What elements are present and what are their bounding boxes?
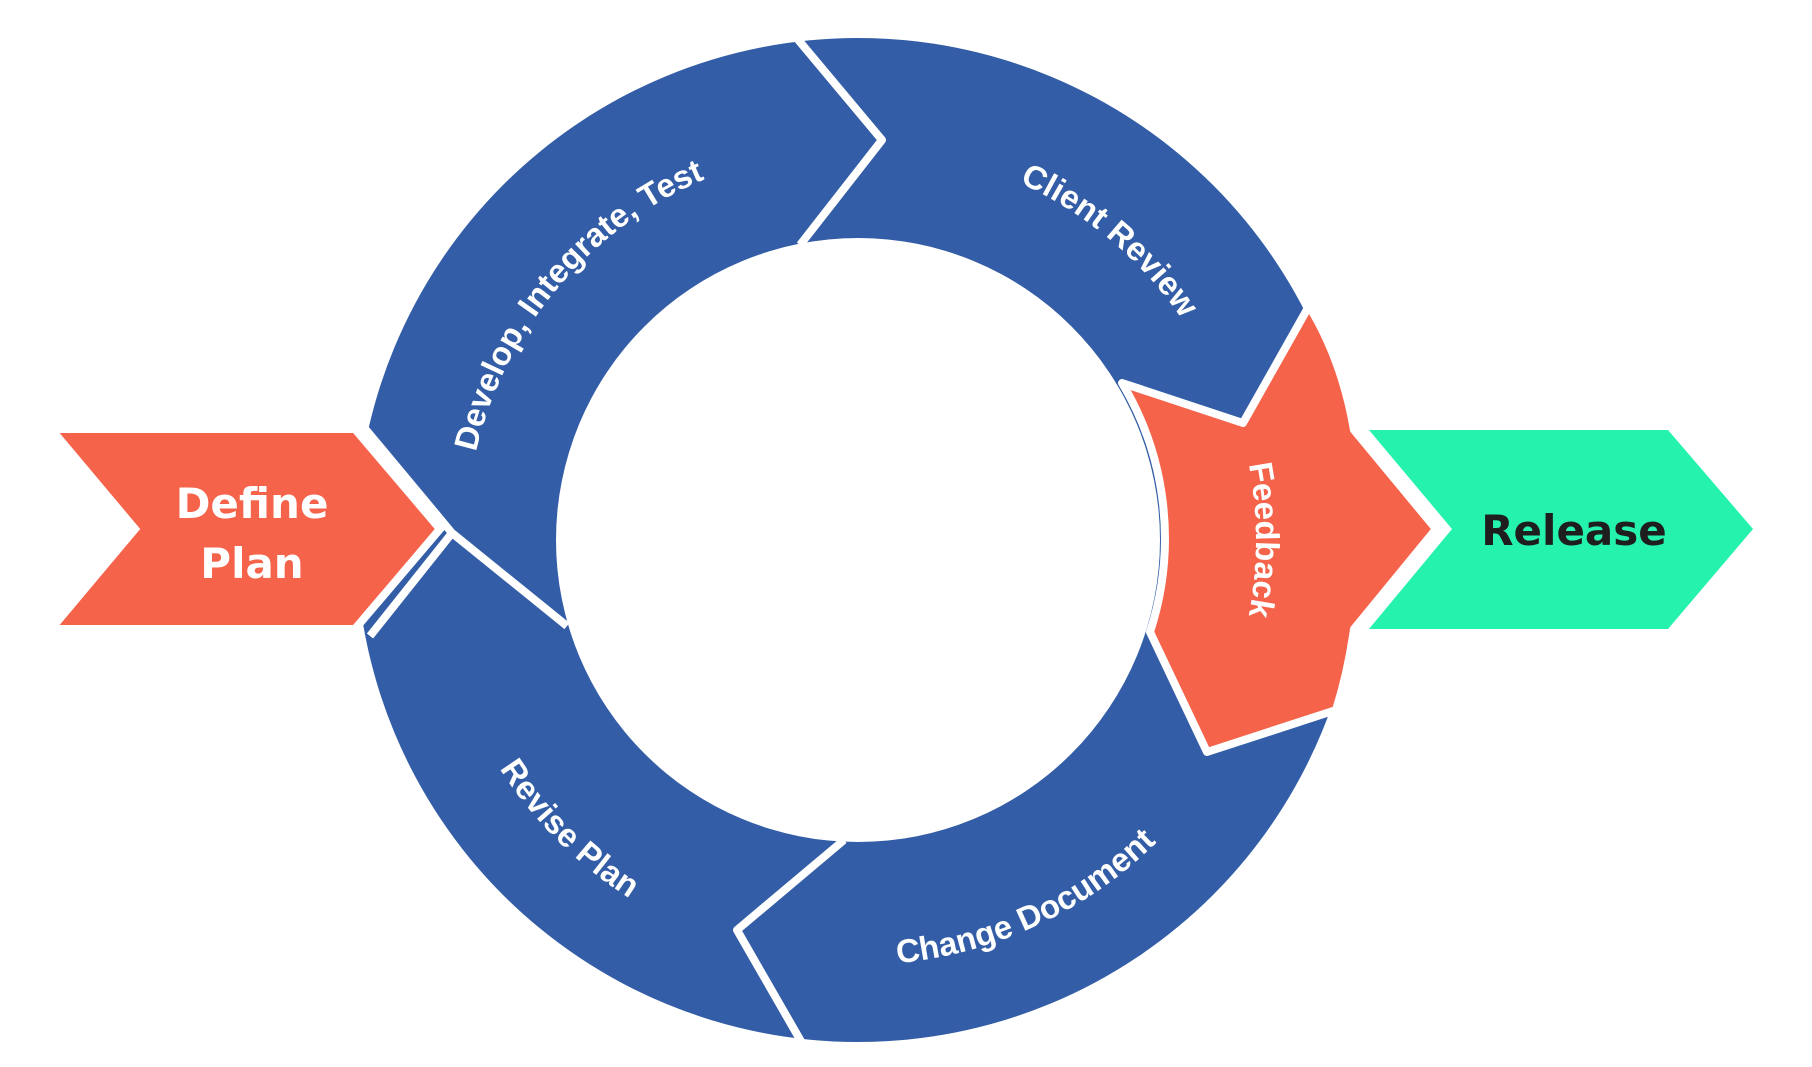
divider-revise-start (366, 530, 456, 639)
divider-develop-client (786, 27, 886, 248)
start-chevron[interactable] (42, 425, 446, 633)
cycle-ring (356, 38, 1360, 1042)
divider-change-revise (733, 836, 847, 1052)
start-label-line2: Plan (200, 539, 303, 588)
end-label: Release (1481, 506, 1667, 555)
cycle-step-feedback-label: Feedback (1242, 459, 1286, 621)
start-label-line1: Define (176, 479, 329, 528)
cycle-step-feedback-shape[interactable] (1118, 302, 1440, 756)
end-chevron[interactable] (1369, 430, 1753, 629)
